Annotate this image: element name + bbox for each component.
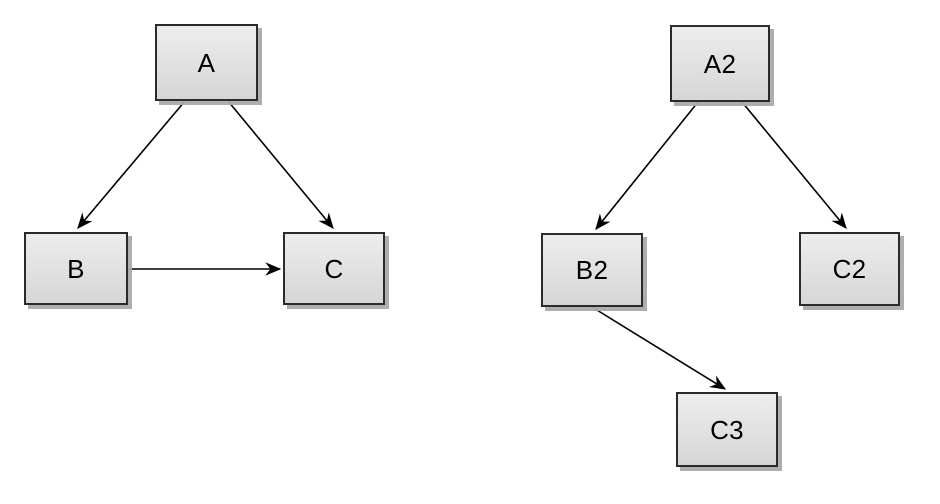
node-b2[interactable]: B2 [541,233,643,307]
node-a[interactable]: A [155,24,258,101]
edge-a-to-b [77,100,186,229]
node-c2-label: C2 [832,254,867,284]
node-a2[interactable]: A2 [670,25,770,102]
edge-a2-to-c2 [741,101,847,229]
edge-b2-to-c3 [591,306,727,390]
edge-a2-to-b2 [595,101,699,230]
node-b2-label: B2 [575,255,609,285]
node-a-label: A [197,47,216,78]
node-c3-label: C3 [710,414,744,445]
node-c[interactable]: C [283,232,385,305]
edge-a-to-c [227,100,334,229]
node-b[interactable]: B [24,232,128,305]
node-c2[interactable]: C2 [799,232,900,306]
node-a2-label: A2 [703,48,737,79]
node-c-label: C [324,253,344,284]
node-b-label: B [67,253,85,284]
node-c3[interactable]: C3 [676,392,778,467]
